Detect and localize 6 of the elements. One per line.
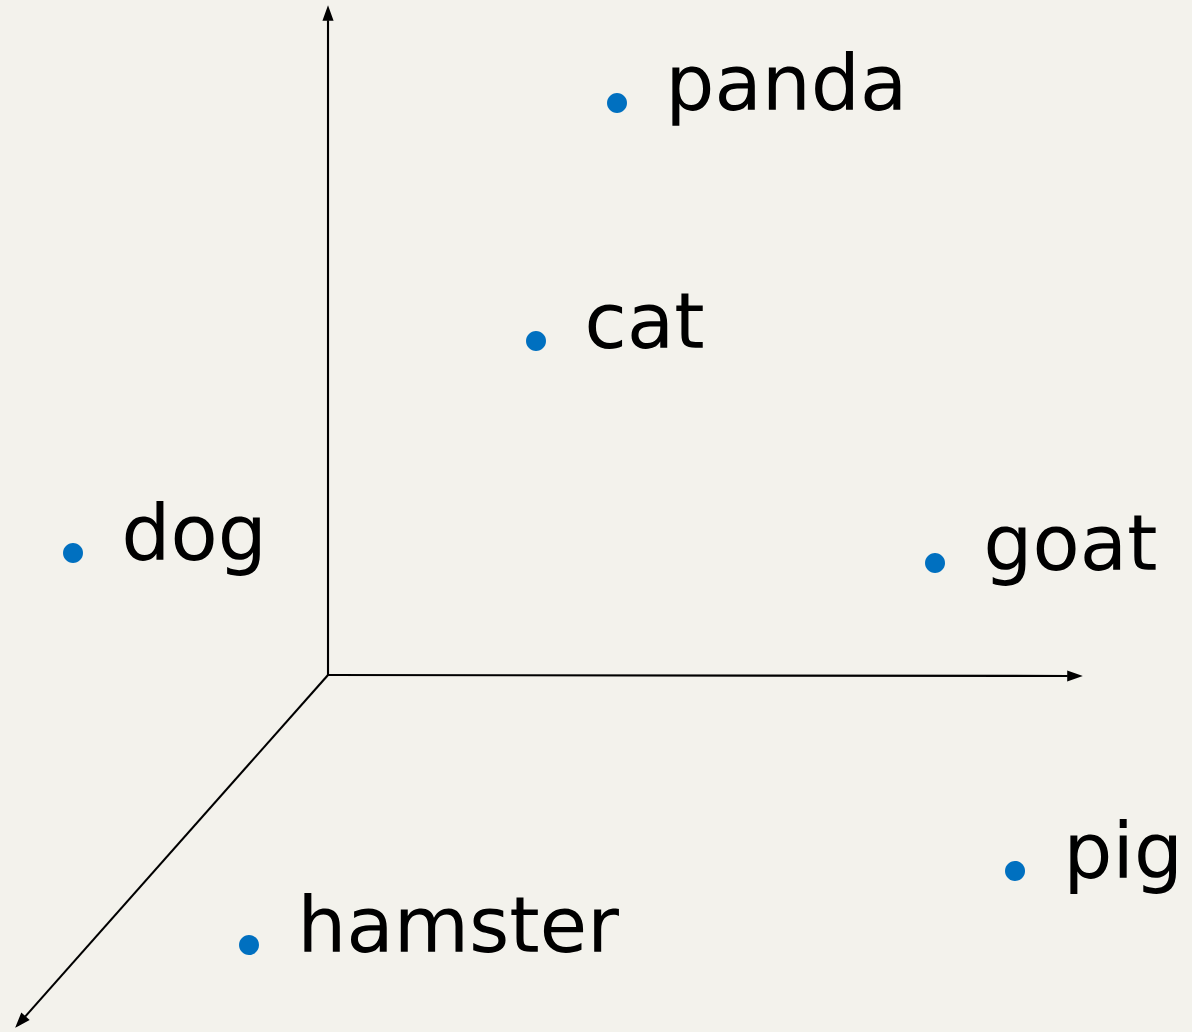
point-label: dog [125,501,260,576]
point-label: goat [987,515,1156,586]
point-label: cat [588,293,703,349]
point-label: pig [1070,819,1176,894]
point-label: hamster [304,893,619,953]
point-label: panda [672,51,901,126]
